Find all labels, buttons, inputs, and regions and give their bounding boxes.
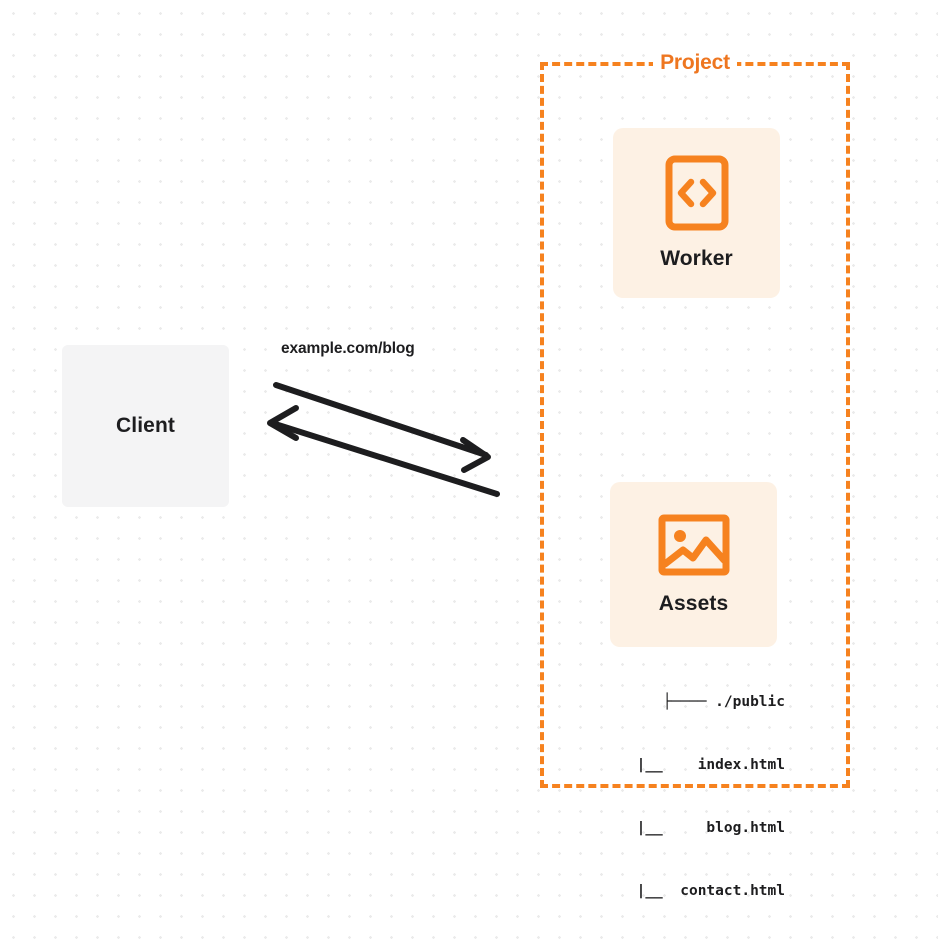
code-brackets-icon [665, 155, 729, 231]
file-tree-row: |__ index.html [636, 757, 785, 773]
file-tree-row: |__ contact.html [636, 883, 785, 899]
node-assets-label: Assets [658, 591, 729, 615]
node-worker[interactable]: Worker [613, 128, 780, 298]
edge-label-request: example.com/blog [281, 340, 415, 357]
project-title-label: Project [540, 50, 850, 75]
node-worker-label: Worker [660, 247, 733, 270]
file-tree-row: |__ blog.html [636, 820, 785, 836]
node-client-label: Client [116, 414, 175, 437]
diagram-canvas: Client example.com/blog Project Worker [62, 50, 850, 899]
arrow-request [273, 382, 491, 473]
image-icon [658, 514, 730, 576]
node-assets[interactable]: Assets [610, 482, 777, 647]
project-title-text: Project [653, 50, 737, 75]
arrow-response [267, 405, 500, 497]
node-client[interactable]: Client [62, 345, 229, 507]
assets-file-tree: ├──── ./public |__ index.html |__ blog.h… [585, 650, 785, 944]
file-tree-row: ├──── ./public [662, 694, 785, 710]
